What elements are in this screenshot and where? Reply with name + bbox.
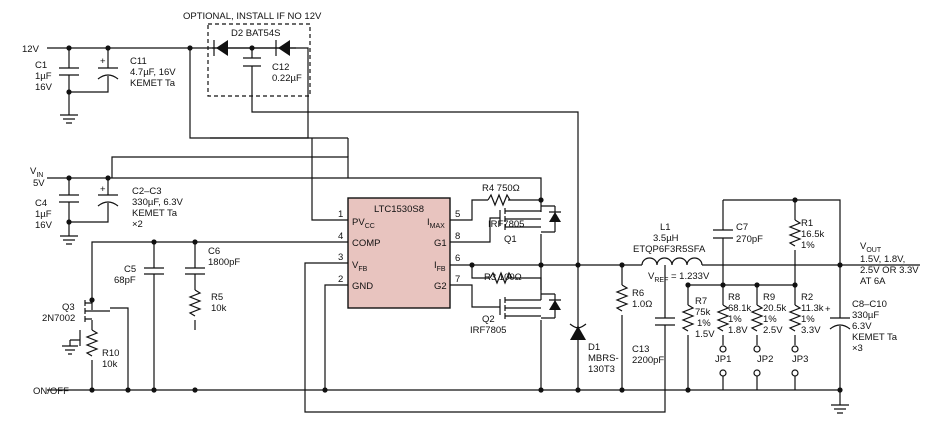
pin-label-imax: IMAX — [427, 217, 445, 230]
pin-number: 5 — [455, 209, 460, 220]
plus-c8c10: + — [825, 304, 831, 315]
pin-label-comp: COMP — [352, 238, 381, 249]
optional-box — [207, 23, 311, 97]
label-vout: VOUT — [860, 241, 882, 254]
label-12v: 12V — [22, 44, 40, 55]
label-jp3: JP3 — [792, 354, 808, 365]
pin-number: 6 — [455, 253, 460, 264]
diode-symbols — [213, 40, 587, 340]
jumper-posts — [719, 345, 799, 377]
pin-label-ifb: IFB — [434, 260, 446, 273]
label-q1: Q1IRF7805 — [488, 219, 524, 245]
ground-symbols — [60, 114, 849, 414]
capacitor-symbols — [59, 57, 851, 330]
inductor-l1 — [641, 257, 703, 266]
ic-ltc1530s8 — [347, 197, 451, 309]
pin-number: 4 — [338, 231, 343, 242]
pin-label-pvcc: PVCC — [352, 217, 375, 230]
resistor-symbols — [85, 193, 802, 357]
pin-number: 3 — [338, 252, 343, 263]
pin-label-gnd: GND — [352, 281, 373, 292]
plus-c11: + — [100, 56, 106, 67]
pin-number: 2 — [338, 274, 343, 285]
label-onoff: ON/OFF — [33, 386, 69, 397]
mosfet-symbols — [78, 208, 541, 346]
ic-name: LTC1530S8 — [374, 204, 424, 215]
label-vin: VIN — [30, 166, 43, 179]
label-5v: 5V — [33, 178, 45, 189]
label-jp1: JP1 — [715, 354, 731, 365]
junction-dots — [66, 45, 843, 393]
label-vref: VREF = 1.233V — [648, 271, 710, 284]
pin-number: 7 — [455, 274, 460, 285]
optional-note: OPTIONAL, INSTALL IF NO 12V — [183, 11, 322, 22]
label-d2: D2 BAT54S — [231, 28, 280, 39]
wires — [47, 47, 920, 413]
label-jp2: JP2 — [757, 354, 773, 365]
pin-label-vfb: VFB — [352, 260, 368, 273]
pin-label-g1: G1 — [434, 238, 447, 249]
label-r4: R4 750Ω — [482, 183, 520, 194]
pin-number: 1 — [338, 209, 343, 220]
label-r3: R3 100Ω — [484, 272, 522, 283]
plus-c2c3: + — [100, 184, 106, 195]
pin-label-g2: G2 — [434, 281, 447, 292]
pin-number: 8 — [455, 231, 460, 242]
